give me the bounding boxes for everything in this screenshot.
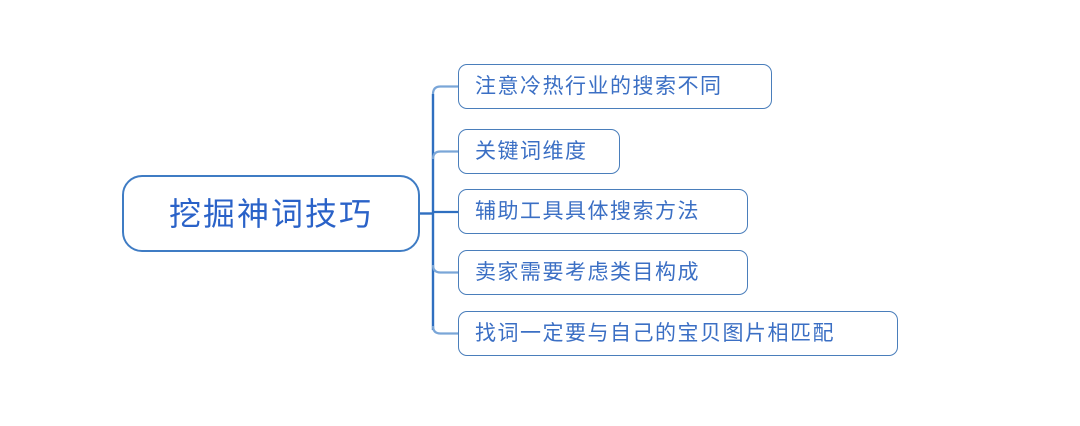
- connector-branch-4: [431, 325, 458, 335]
- branch-node-label: 找词一定要与自己的宝贝图片相匹配: [475, 322, 835, 345]
- branch-node-label: 关键词维度: [475, 140, 588, 163]
- mindmap-branch-node-1[interactable]: 关键词维度: [458, 129, 620, 174]
- mindmap-branch-node-3[interactable]: 卖家需要考虑类目构成: [458, 250, 748, 295]
- mindmap-branch-node-0[interactable]: 注意冷热行业的搜索不同: [458, 64, 772, 109]
- connector-branch-1: [431, 150, 458, 160]
- branch-node-label: 卖家需要考虑类目构成: [475, 261, 700, 284]
- branch-node-label: 辅助工具具体搜索方法: [475, 200, 700, 223]
- root-node-label: 挖掘神词技巧: [168, 195, 373, 232]
- mindmap-branch-node-4[interactable]: 找词一定要与自己的宝贝图片相匹配: [458, 311, 898, 356]
- mindmap-root-node[interactable]: 挖掘神词技巧: [122, 175, 420, 252]
- connector-branch-0: [431, 85, 458, 95]
- branch-node-label: 注意冷热行业的搜索不同: [475, 75, 723, 98]
- mindmap-branch-node-2[interactable]: 辅助工具具体搜索方法: [458, 189, 748, 234]
- connector-branch-3: [431, 264, 458, 274]
